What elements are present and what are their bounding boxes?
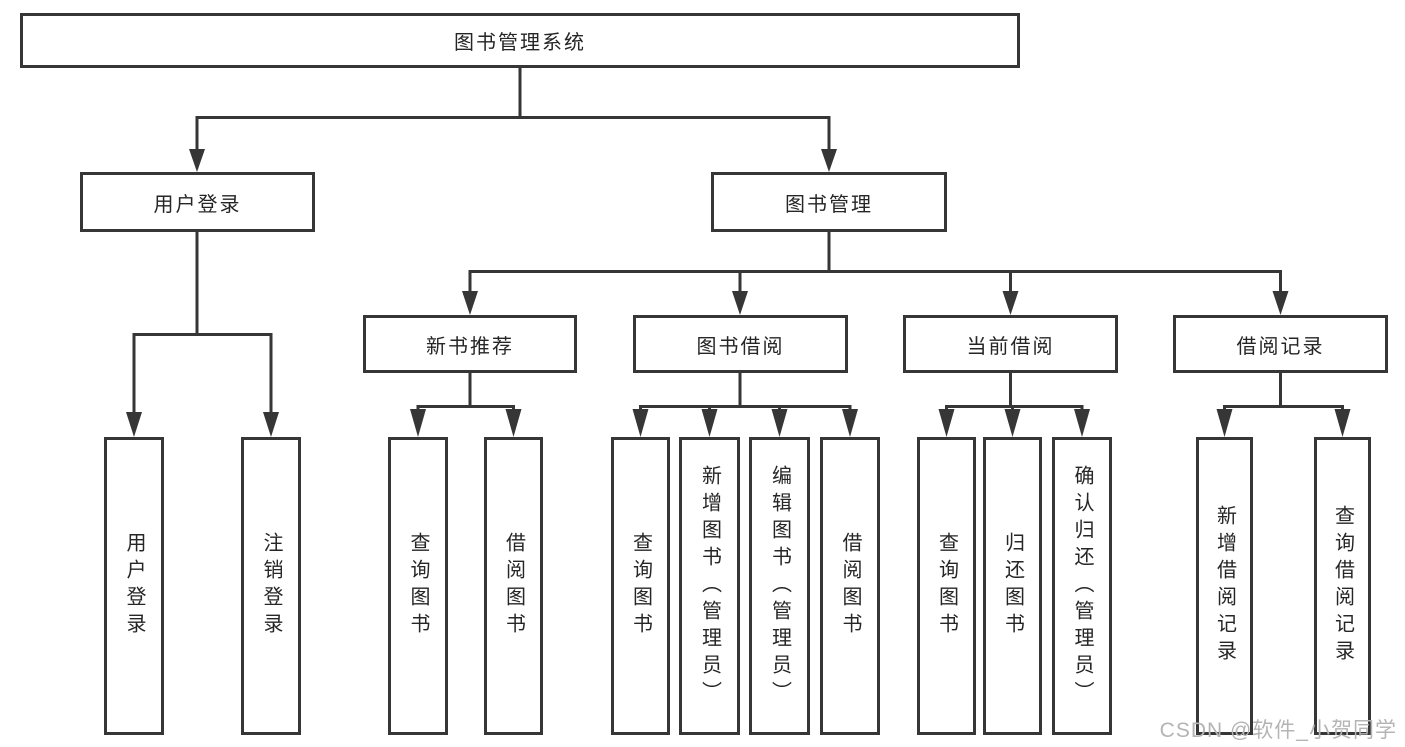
arrow-down-icon [938, 409, 955, 437]
leaf-newbook-borrow-books-label: 借阅图书 [502, 532, 525, 640]
node-new-book-recommend-label: 新书推荐 [426, 335, 514, 358]
arrow-down-icon [842, 409, 858, 437]
arrow-down-icon [1334, 409, 1351, 437]
leaf-user-login-label: 用户登录 [123, 532, 145, 640]
leaf-current-confirm-return-admin-label: 确认归还（管理员） [1071, 464, 1093, 708]
node-root-label: 图书管理系统 [454, 32, 586, 54]
leaf-current-confirm-return-admin: 确认归还（管理员） [1052, 437, 1112, 735]
leaf-current-return-books: 归还图书 [983, 437, 1042, 735]
leaf-records-add-record: 新增借阅记录 [1196, 437, 1253, 735]
node-book-management-label: 图书管理 [785, 193, 873, 216]
leaf-borrowing-add-books-admin: 新增图书（管理员） [679, 437, 740, 735]
leaf-newbook-query-books: 查询图书 [388, 437, 448, 735]
leaf-borrowing-query-books-label: 查询图书 [629, 532, 652, 640]
leaf-borrowing-borrow-books-label: 借阅图书 [839, 532, 861, 640]
arrow-down-icon [732, 291, 748, 315]
node-user-login-label: 用户登录 [153, 193, 242, 216]
arrow-down-icon [505, 409, 522, 437]
edge-user-login-to-leaves [126, 230, 279, 437]
leaf-borrowing-edit-books-admin-label: 编辑图书（管理员） [768, 464, 791, 708]
leaf-borrowing-edit-books-admin: 编辑图书（管理员） [749, 437, 810, 735]
arrow-down-icon [263, 412, 279, 437]
node-new-book-recommend: 新书推荐 [363, 315, 577, 373]
arrow-down-icon [1002, 291, 1019, 315]
leaf-records-query-record: 查询借阅记录 [1314, 437, 1371, 735]
node-current-borrowing-label: 当前借阅 [966, 335, 1055, 358]
arrow-down-icon [632, 409, 649, 437]
arrow-down-icon [701, 409, 718, 437]
leaf-borrowing-add-books-admin-label: 新增图书（管理员） [698, 464, 721, 708]
edge-book-management-to-level3 [462, 230, 1289, 315]
edge-book-borrowing-to-leaves [632, 371, 858, 437]
leaf-records-query-record-label: 查询借阅记录 [1331, 505, 1354, 667]
watermark: CSDN @软件_小贺同学 [1159, 719, 1397, 742]
leaf-logout-label: 注销登录 [260, 532, 282, 640]
arrow-down-icon [821, 149, 837, 172]
node-book-borrowing-label: 图书借阅 [696, 335, 785, 358]
node-current-borrowing: 当前借阅 [903, 315, 1118, 373]
leaf-current-return-books-label: 归还图书 [1001, 532, 1024, 640]
edge-current-borrowing-to-leaves [938, 371, 1090, 437]
edge-new-book-recommend-to-leaves [410, 371, 522, 437]
node-root: 图书管理系统 [20, 13, 1020, 68]
leaf-logout: 注销登录 [241, 437, 301, 735]
node-book-management: 图书管理 [711, 172, 947, 232]
arrow-down-icon [771, 409, 788, 437]
node-user-login: 用户登录 [80, 172, 315, 232]
leaf-current-query-books-label: 查询图书 [935, 532, 958, 640]
node-book-borrowing: 图书借阅 [633, 315, 848, 373]
leaf-records-add-record-label: 新增借阅记录 [1213, 505, 1236, 667]
arrow-down-icon [1004, 409, 1021, 437]
leaf-borrowing-query-books: 查询图书 [611, 437, 670, 735]
leaf-newbook-borrow-books: 借阅图书 [484, 437, 543, 735]
arrow-down-icon [1074, 409, 1090, 437]
leaf-user-login: 用户登录 [104, 437, 164, 735]
leaf-current-query-books: 查询图书 [917, 437, 976, 735]
leaf-newbook-query-books-label: 查询图书 [407, 532, 429, 640]
arrow-down-icon [126, 412, 142, 437]
node-borrowing-records-label: 借阅记录 [1236, 335, 1325, 358]
node-borrowing-records: 借阅记录 [1173, 315, 1388, 373]
arrow-down-icon [189, 149, 205, 172]
edge-root-to-level2 [189, 66, 837, 172]
arrow-down-icon [1272, 291, 1289, 315]
arrow-down-icon [410, 409, 426, 437]
arrow-down-icon [462, 291, 478, 315]
arrow-down-icon [1216, 409, 1233, 437]
edge-borrowing-records-to-leaves [1216, 371, 1351, 437]
leaf-borrowing-borrow-books: 借阅图书 [820, 437, 880, 735]
